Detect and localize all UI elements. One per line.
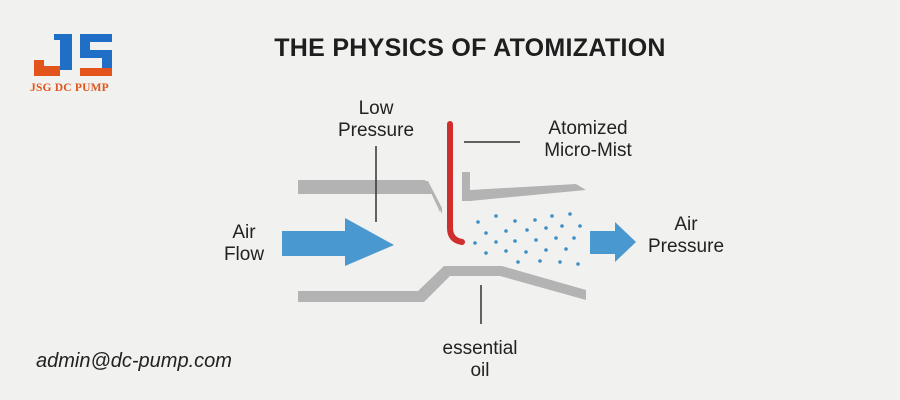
mist-dot — [516, 260, 520, 264]
mist-dot — [473, 241, 477, 245]
micro-mist — [473, 212, 582, 266]
page-title: THE PHYSICS OF ATOMIZATION — [274, 34, 666, 62]
label-low-pressure: Low Pressure — [337, 98, 415, 141]
label-air-flow: Air Flow — [223, 222, 265, 265]
mist-dot — [572, 236, 576, 240]
mist-dot — [504, 249, 508, 253]
label-essential-oil: essential oil — [442, 338, 518, 381]
mist-dot — [494, 240, 498, 244]
mist-dot — [484, 251, 488, 255]
air-pressure-arrow — [590, 222, 636, 262]
lower-pipe-wall — [298, 266, 586, 302]
mist-dot — [538, 259, 542, 263]
mist-dot — [544, 248, 548, 252]
mist-dot — [513, 239, 517, 243]
mist-dot — [524, 250, 528, 254]
mist-dot — [484, 231, 488, 235]
contact-email: admin@dc-pump.com — [36, 350, 232, 372]
mist-dot — [504, 229, 508, 233]
label-atomized-micro-mist: Atomized Micro-Mist — [544, 118, 632, 161]
mist-dot — [554, 236, 558, 240]
logo-mark — [34, 34, 112, 76]
mist-dot — [550, 214, 554, 218]
mist-dot — [494, 214, 498, 218]
mist-dot — [558, 260, 562, 264]
logo-text: JSG DC PUMP — [30, 82, 109, 94]
mist-dot — [576, 262, 580, 266]
mist-dot — [578, 224, 582, 228]
mist-dot — [533, 218, 537, 222]
mist-dot — [513, 219, 517, 223]
upper-pipe-right — [462, 172, 586, 201]
mist-dot — [560, 224, 564, 228]
mist-dot — [525, 228, 529, 232]
mist-dot — [544, 226, 548, 230]
upper-pipe-left — [298, 181, 442, 214]
mist-dot — [476, 220, 480, 224]
label-air-pressure: Air Pressure — [647, 214, 725, 257]
mist-dot — [534, 238, 538, 242]
mist-dot — [568, 212, 572, 216]
air-flow-arrow — [282, 218, 394, 266]
brand-logo: JSG DC PUMP — [30, 30, 122, 100]
mist-dot — [564, 247, 568, 251]
nozzle — [447, 121, 465, 245]
